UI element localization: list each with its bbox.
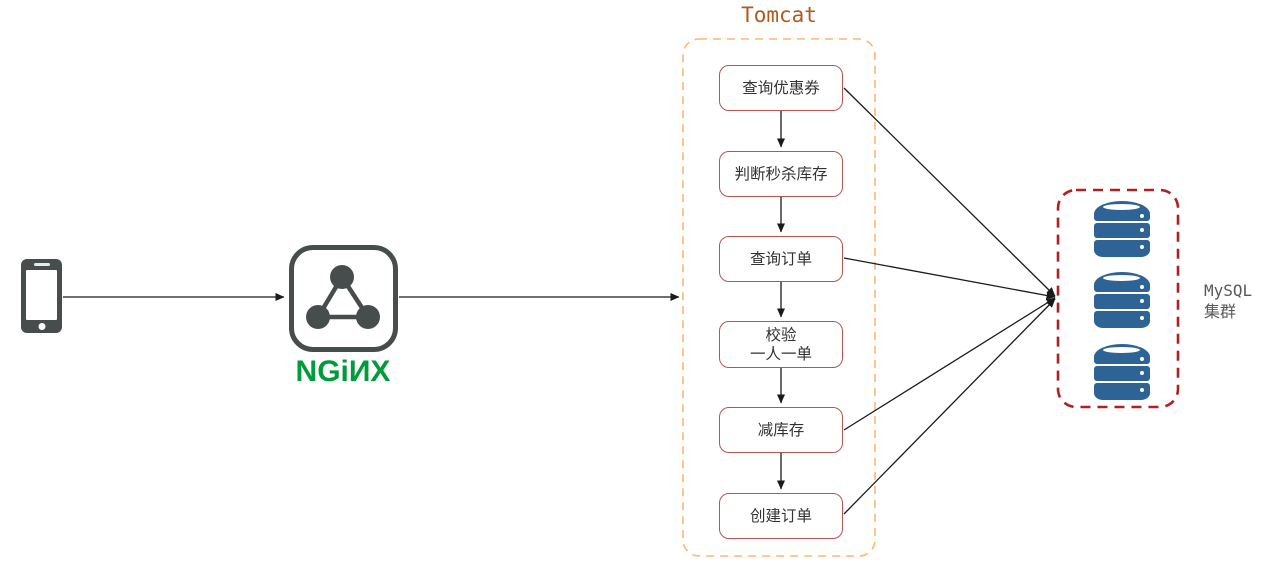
db-top-segment xyxy=(1094,201,1150,221)
nginx-logo-wordmark: NGiИX xyxy=(295,355,391,388)
db-mid-segment xyxy=(1094,294,1150,309)
step-create-order: 创建订单 xyxy=(719,493,843,539)
arrow-step5-to-mysql xyxy=(843,297,1056,431)
db-bottom-segment xyxy=(1094,240,1150,257)
database-icon xyxy=(1094,344,1150,400)
step-query-order: 查询订单 xyxy=(719,236,843,282)
database-icon xyxy=(1094,201,1150,257)
database-icon xyxy=(1094,272,1150,328)
db-bottom-segment xyxy=(1094,383,1150,400)
db-bottom-segment xyxy=(1094,311,1150,328)
db-top-segment xyxy=(1094,344,1150,364)
db-mid-segment xyxy=(1094,223,1150,238)
tomcat-title: Tomcat xyxy=(741,3,817,27)
step-verify-one-order-per-user: 校验 一人一单 xyxy=(719,321,843,368)
mobile-client-icon xyxy=(21,259,62,333)
phone-speaker xyxy=(33,263,50,266)
phone-screen xyxy=(26,270,57,320)
db-mid-segment xyxy=(1094,366,1150,381)
phone-home-button xyxy=(38,323,45,330)
nginx-node xyxy=(289,245,398,352)
step-decrease-stock: 减库存 xyxy=(719,407,843,453)
mysql-cluster-container xyxy=(1056,188,1180,409)
step-check-seckill-stock: 判断秒杀库存 xyxy=(719,151,843,197)
step-query-coupon: 查询优惠券 xyxy=(719,65,843,111)
tomcat-container xyxy=(682,38,876,557)
arrow-step3-to-mysql xyxy=(843,257,1056,300)
nginx-triangle-icon xyxy=(306,265,380,329)
arrow-step6-to-mysql xyxy=(843,298,1056,515)
db-top-segment xyxy=(1094,272,1150,292)
mysql-cluster-label: MySQL 集群 xyxy=(1204,281,1253,321)
arrow-step1-to-mysql xyxy=(843,87,1056,297)
